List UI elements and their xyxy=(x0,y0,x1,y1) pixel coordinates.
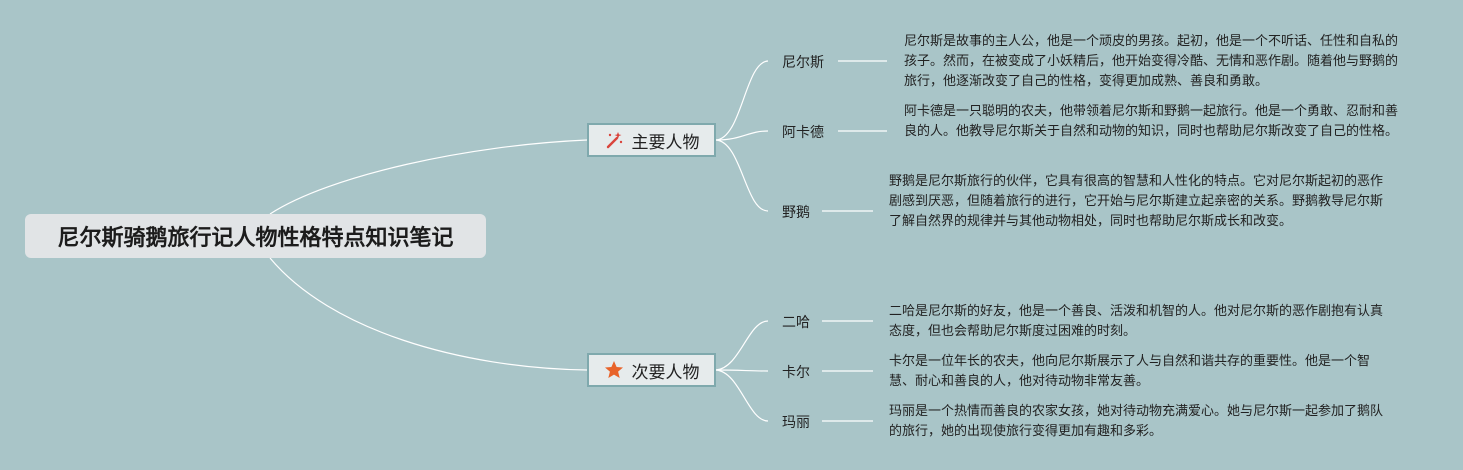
desc-mary: 玛丽是一个热情而善良的农家女孩，她对待动物充满爱心。她与尼尔斯一起参加了鹅队的旅… xyxy=(889,404,1384,439)
root-title: 尼尔斯骑鹅旅行记人物性格特点知识笔记 xyxy=(57,226,454,251)
leaf-wild-goose[interactable]: 野鹅 xyxy=(782,205,810,221)
leaf-karl[interactable]: 卡尔 xyxy=(782,365,810,381)
main-to-leaf-2-link xyxy=(715,130,769,141)
main-to-leaf-3-link xyxy=(715,139,769,212)
leaf-nils[interactable]: 尼尔斯 xyxy=(782,55,824,71)
branch-secondary-characters[interactable]: 次要人物 xyxy=(587,353,716,387)
leaf-akade[interactable]: 阿卡德 xyxy=(782,125,824,141)
desc-karl: 卡尔是一位年长的农夫，他向尼尔斯展示了人与自然和谐共存的重要性。他是一个智慧、耐… xyxy=(889,354,1371,389)
branch-label: 次要人物 xyxy=(631,362,700,383)
main-to-leaf-1-link xyxy=(715,60,769,141)
desc-akade: 阿卡德是一只聪明的农夫，他带领着尼尔斯和野鹅一起旅行。他是一个勇敢、忍耐和善良的… xyxy=(904,104,1399,139)
root-to-secondary-link xyxy=(269,257,588,371)
desc-wild-goose: 野鹅是尼尔斯旅行的伙伴，它具有很高的智慧和人性化的特点。它对尼尔斯起初的恶作剧感… xyxy=(889,174,1384,229)
branch-label: 主要人物 xyxy=(631,132,700,153)
secondary-to-leaf-2-link xyxy=(715,369,769,372)
desc-erha: 二哈是尼尔斯的好友，他是一个善良、活泼和机智的人。他对尼尔斯的恶作剧抱有认真态度… xyxy=(889,304,1384,339)
leaf-erha[interactable]: 二哈 xyxy=(782,315,810,331)
secondary-to-leaf-1-link xyxy=(715,320,769,371)
star-icon xyxy=(604,360,624,380)
root-to-main-link xyxy=(269,139,588,215)
branch-main-characters[interactable]: 主要人物 xyxy=(587,123,716,157)
root-topic[interactable]: 尼尔斯骑鹅旅行记人物性格特点知识笔记 xyxy=(25,214,486,258)
desc-nils: 尼尔斯是故事的主人公，他是一个顽皮的男孩。起初，他是一个不听话、任性和自私的孩子… xyxy=(904,34,1399,89)
magic-wand-icon xyxy=(604,130,624,150)
leaf-mary[interactable]: 玛丽 xyxy=(782,415,810,431)
secondary-to-leaf-3-link xyxy=(715,369,769,422)
